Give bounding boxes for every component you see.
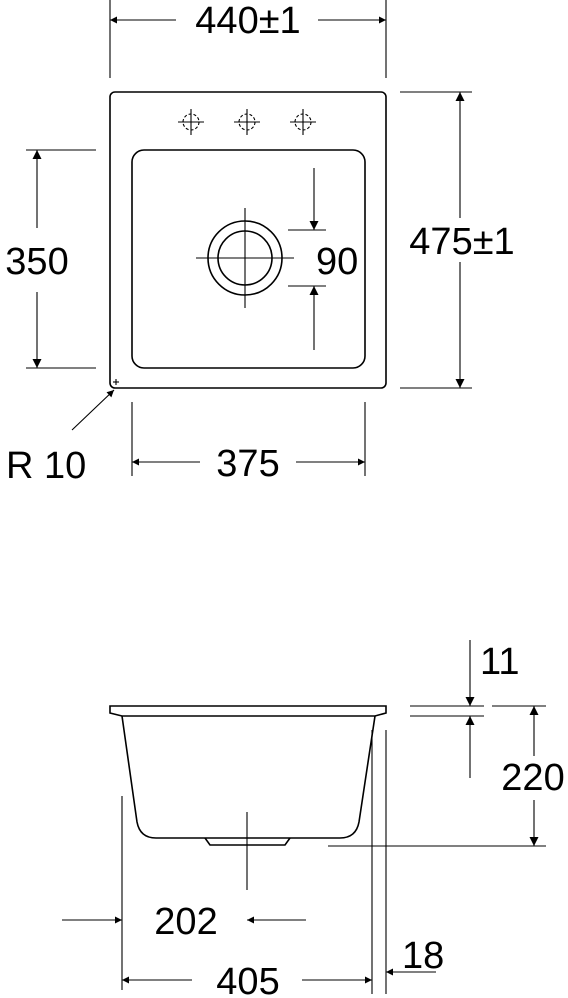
bowl-outline: [131, 149, 366, 369]
dimension-bowl-width: 375: [131, 402, 366, 485]
top-view: 440±1 475±1 350 90: [5, 0, 515, 487]
rim-thickness-label: 11: [480, 641, 519, 683]
dimension-bowl-outer-width: 405: [122, 730, 373, 998]
dimension-bowl-depth: 350: [5, 149, 96, 369]
sink-rim: [109, 705, 387, 717]
tap-hole-icon: [234, 109, 260, 135]
dimension-overall-width: 440±1: [109, 0, 387, 78]
bowl-width-label: 375: [216, 443, 279, 485]
dimension-bowl-height: 220: [328, 705, 565, 847]
dimension-drain-offset: 202: [62, 796, 306, 990]
overall-width-label: 440±1: [195, 0, 300, 42]
overall-depth-label: 475±1: [409, 221, 514, 263]
corner-radius-label: R 10: [6, 445, 86, 487]
bowl-outer-width-label: 405: [216, 961, 279, 998]
wall-thickness-label: 18: [402, 935, 444, 977]
dimension-rim-thickness: 11: [410, 640, 519, 778]
side-view: 11 220 202 405 18: [62, 640, 565, 998]
dimension-overall-depth: 475±1: [400, 91, 515, 389]
corner-radius-mark: [71, 379, 119, 431]
dimension-drain-diameter: 90: [288, 168, 358, 350]
tap-hole-markers: [178, 109, 316, 135]
bowl-height-label: 220: [501, 757, 564, 799]
dimension-wall-thickness: 18: [385, 730, 444, 994]
tap-hole-icon: [290, 109, 316, 135]
drain: [196, 208, 294, 308]
drain-offset-label: 202: [154, 901, 217, 943]
sink-outline: [109, 91, 387, 389]
bowl-depth-label: 350: [5, 241, 68, 283]
tap-hole-icon: [178, 109, 204, 135]
drain-diameter-label: 90: [316, 241, 358, 283]
sink-bowl: [121, 715, 376, 839]
